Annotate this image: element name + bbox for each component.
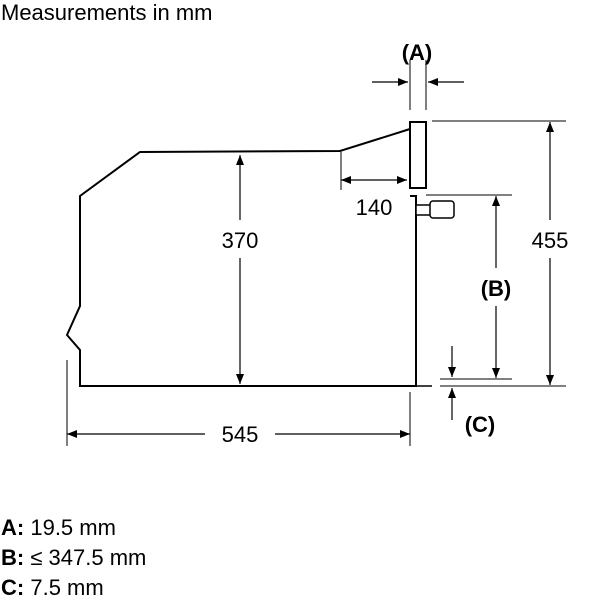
legend-key-b: B:: [1, 545, 25, 570]
front-door: [410, 195, 417, 387]
legend-key-c: C:: [1, 575, 25, 600]
handle-grip: [429, 200, 455, 219]
legend-value-a: 19.5 mm: [30, 515, 116, 540]
legend-key-a: A:: [1, 515, 25, 540]
dim-455-label: 455: [532, 228, 569, 253]
dim-a-label: (A): [402, 40, 433, 65]
dim-140-label: 140: [356, 195, 393, 220]
appliance-body-outline: [65, 128, 411, 387]
legend-value-c: 7.5 mm: [30, 575, 104, 600]
dim-545-label: 545: [222, 422, 259, 447]
legend-value-b: ≤ 347.5 mm: [30, 545, 147, 570]
legend-row-b: B: ≤ 347.5 mm: [1, 545, 146, 571]
dim-b-label: (B): [481, 276, 512, 301]
diagram-title: Measurements in mm: [1, 0, 213, 25]
dim-c-label: (C): [465, 412, 496, 437]
front-panel-upper: [409, 121, 427, 189]
legend-row-a: A: 19.5 mm: [1, 515, 116, 541]
legend-row-c: C: 7.5 mm: [1, 575, 104, 601]
dim-370-label: 370: [222, 228, 259, 253]
